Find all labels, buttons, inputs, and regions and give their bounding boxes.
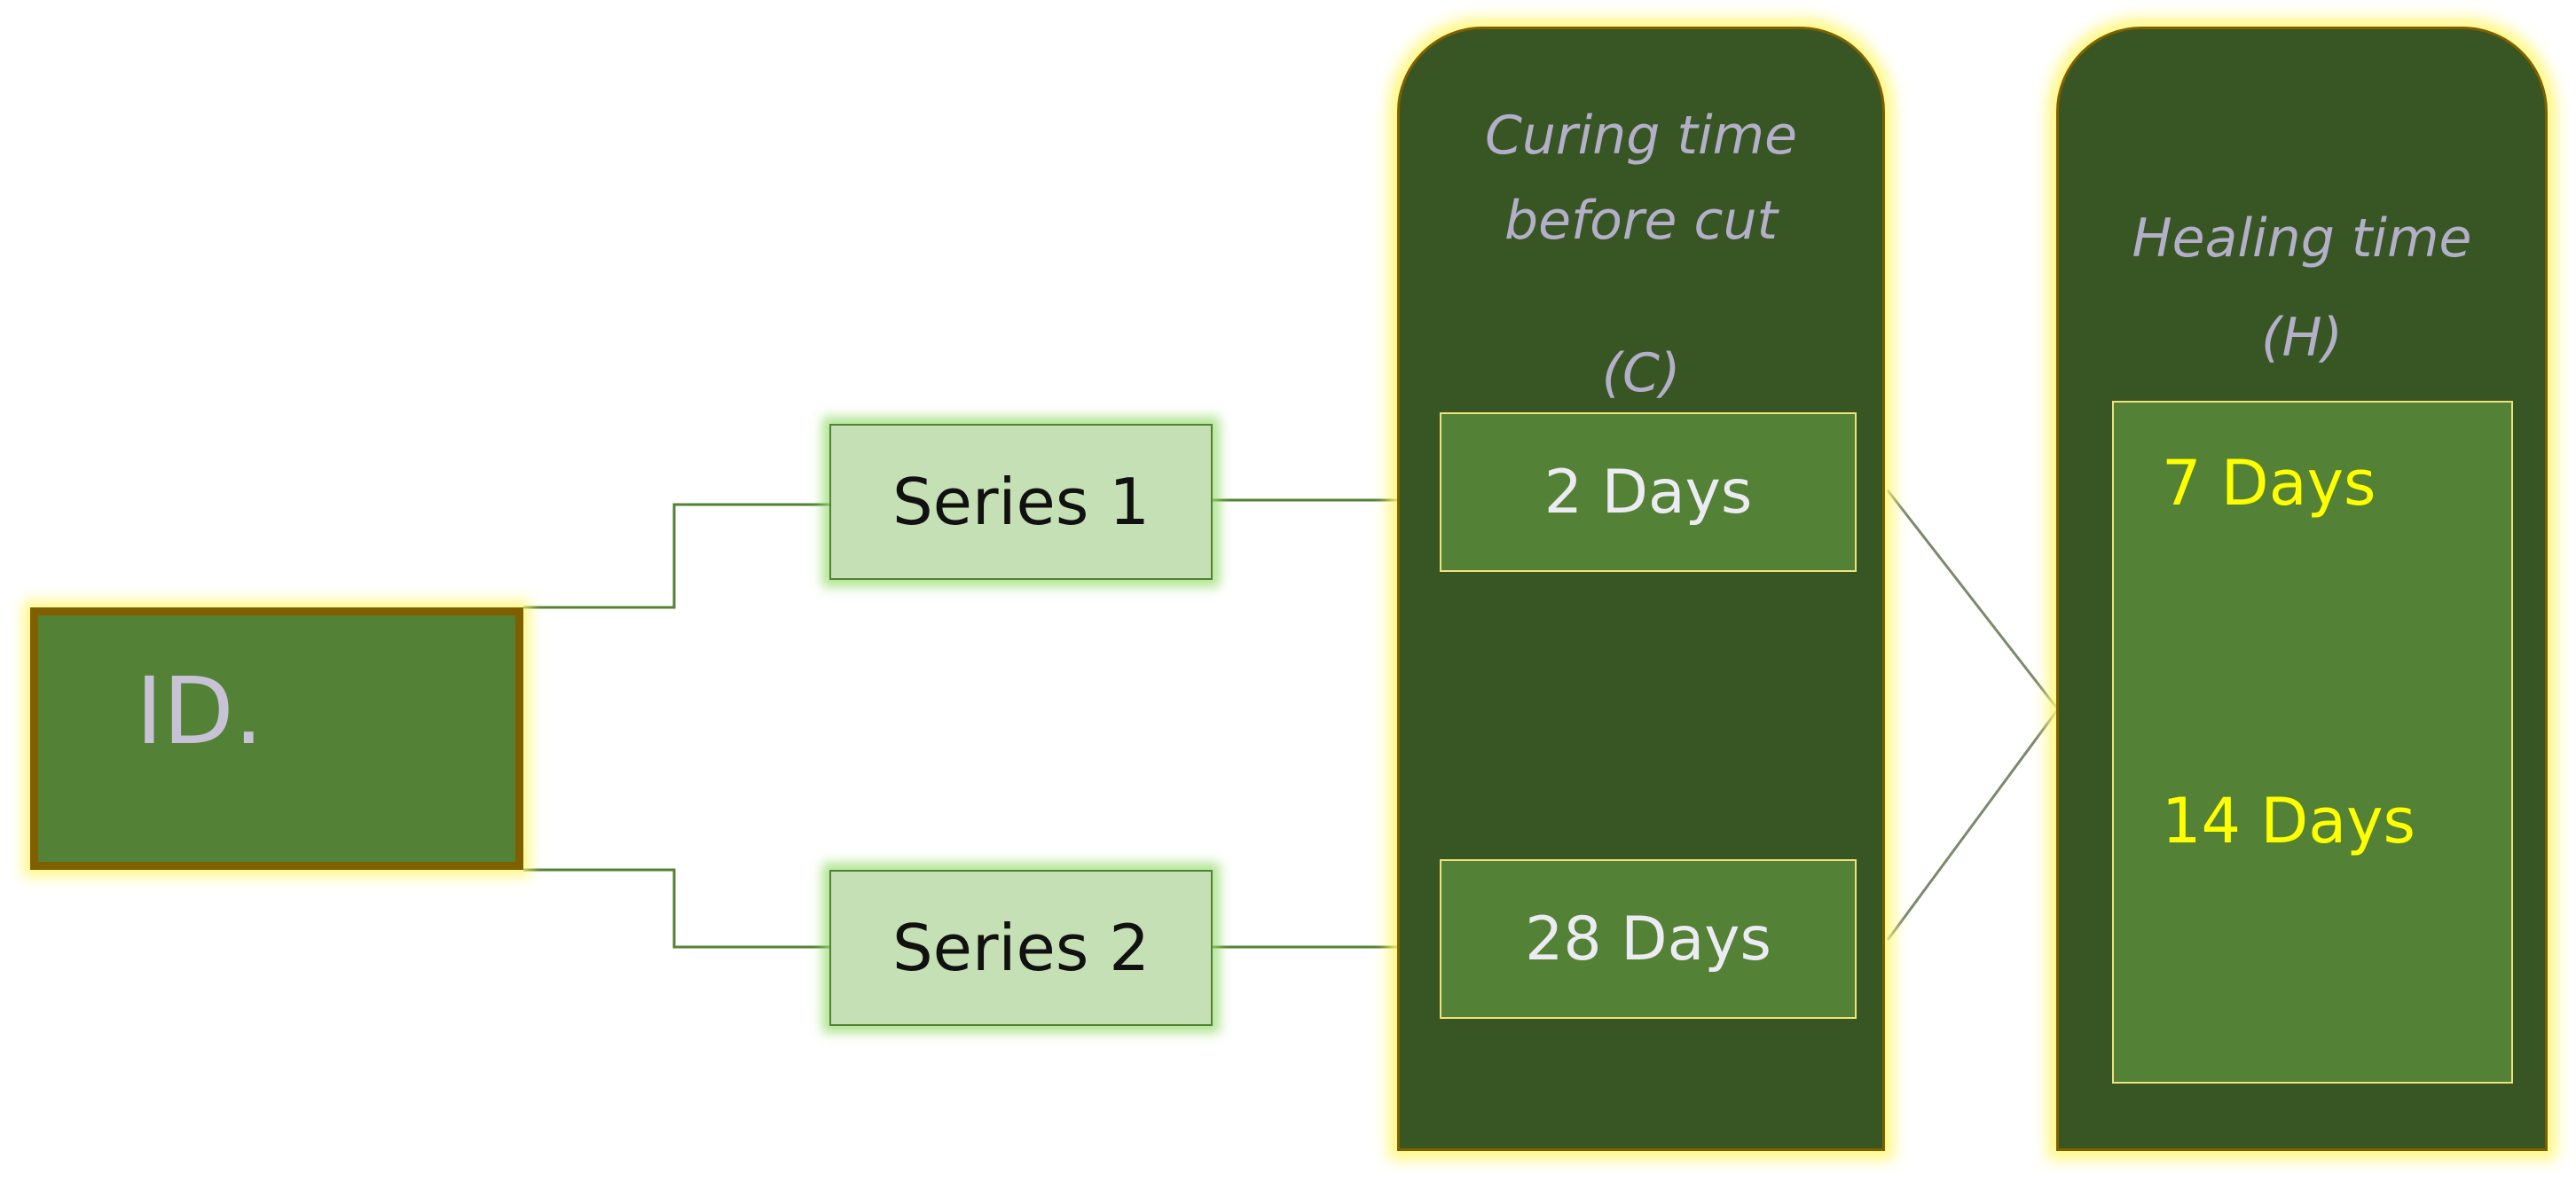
connector-id-to-series-2 bbox=[523, 868, 829, 949]
curing-time-title: Curing time before cut bbox=[1400, 93, 1882, 263]
id-node: ID. bbox=[30, 607, 523, 870]
curing-2-days-box: 2 Days bbox=[1440, 412, 1857, 572]
id-label: ID. bbox=[136, 657, 263, 765]
curing-title-line-1: Curing time bbox=[1484, 105, 1797, 167]
curing-symbol: (C) bbox=[1601, 342, 1681, 404]
connector-2-days-to-healing bbox=[1886, 489, 2060, 710]
curing-title-line-2: before cut bbox=[1504, 190, 1779, 252]
series-1-node: Series 1 bbox=[829, 424, 1213, 580]
healing-7-days: 7 Days bbox=[2162, 447, 2376, 520]
curing-28-days-box: 28 Days bbox=[1440, 859, 1857, 1019]
connector-28-days-to-healing bbox=[1886, 708, 2060, 941]
healing-values-box: 7 Days 14 Days bbox=[2112, 401, 2513, 1084]
healing-14-days: 14 Days bbox=[2162, 785, 2416, 857]
connector-id-to-series-1 bbox=[523, 503, 829, 609]
healing-symbol: (H) bbox=[2261, 307, 2343, 369]
healing-title: Healing time bbox=[2132, 207, 2472, 270]
series-2-node: Series 2 bbox=[829, 870, 1213, 1026]
